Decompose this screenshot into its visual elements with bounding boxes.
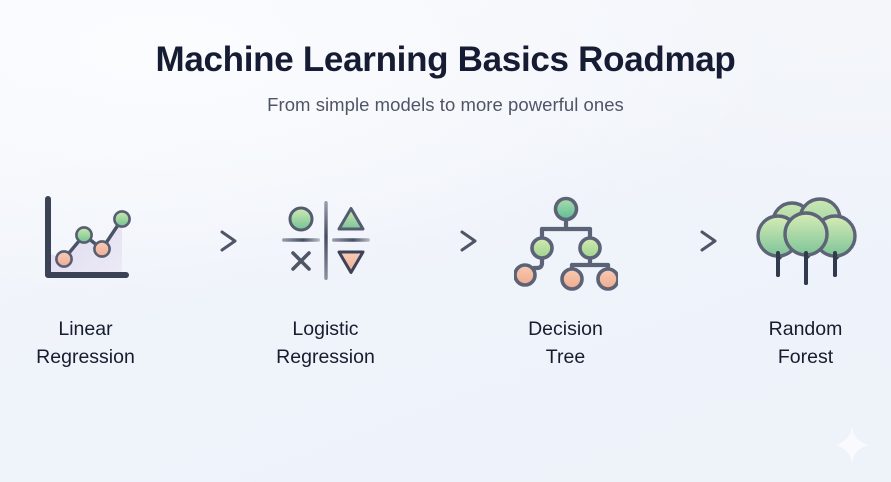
arrow-right-icon xyxy=(162,186,250,296)
roadmap-step-label: Decision Tree xyxy=(528,318,603,368)
roadmap-row: Linear Regression xyxy=(0,186,891,371)
forest-trees-icon xyxy=(747,186,865,296)
roadmap-step-linear-regression[interactable]: Linear Regression xyxy=(10,186,162,371)
decision-tree-icon xyxy=(507,186,625,296)
arrow-right-icon xyxy=(402,186,490,296)
page-subtitle: From simple models to more powerful ones xyxy=(267,93,624,115)
header: Machine Learning Basics Roadmap From sim… xyxy=(0,0,891,116)
roadmap-step-label: Linear Regression xyxy=(36,318,135,368)
binary-classification-icon xyxy=(267,186,385,296)
roadmap-step-label: Logistic Regression xyxy=(276,318,375,368)
roadmap-step-random-forest[interactable]: Random Forest xyxy=(730,186,882,371)
roadmap-step-label: Random Forest xyxy=(768,318,843,368)
roadmap-step-decision-tree[interactable]: Decision Tree xyxy=(490,186,642,371)
roadmap-step-logistic-regression[interactable]: Logistic Regression xyxy=(250,186,402,371)
page-title: Machine Learning Basics Roadmap xyxy=(155,40,736,79)
arrow-right-icon xyxy=(642,186,730,296)
sparkle-star-icon xyxy=(831,424,873,466)
line-chart-icon xyxy=(27,186,145,296)
